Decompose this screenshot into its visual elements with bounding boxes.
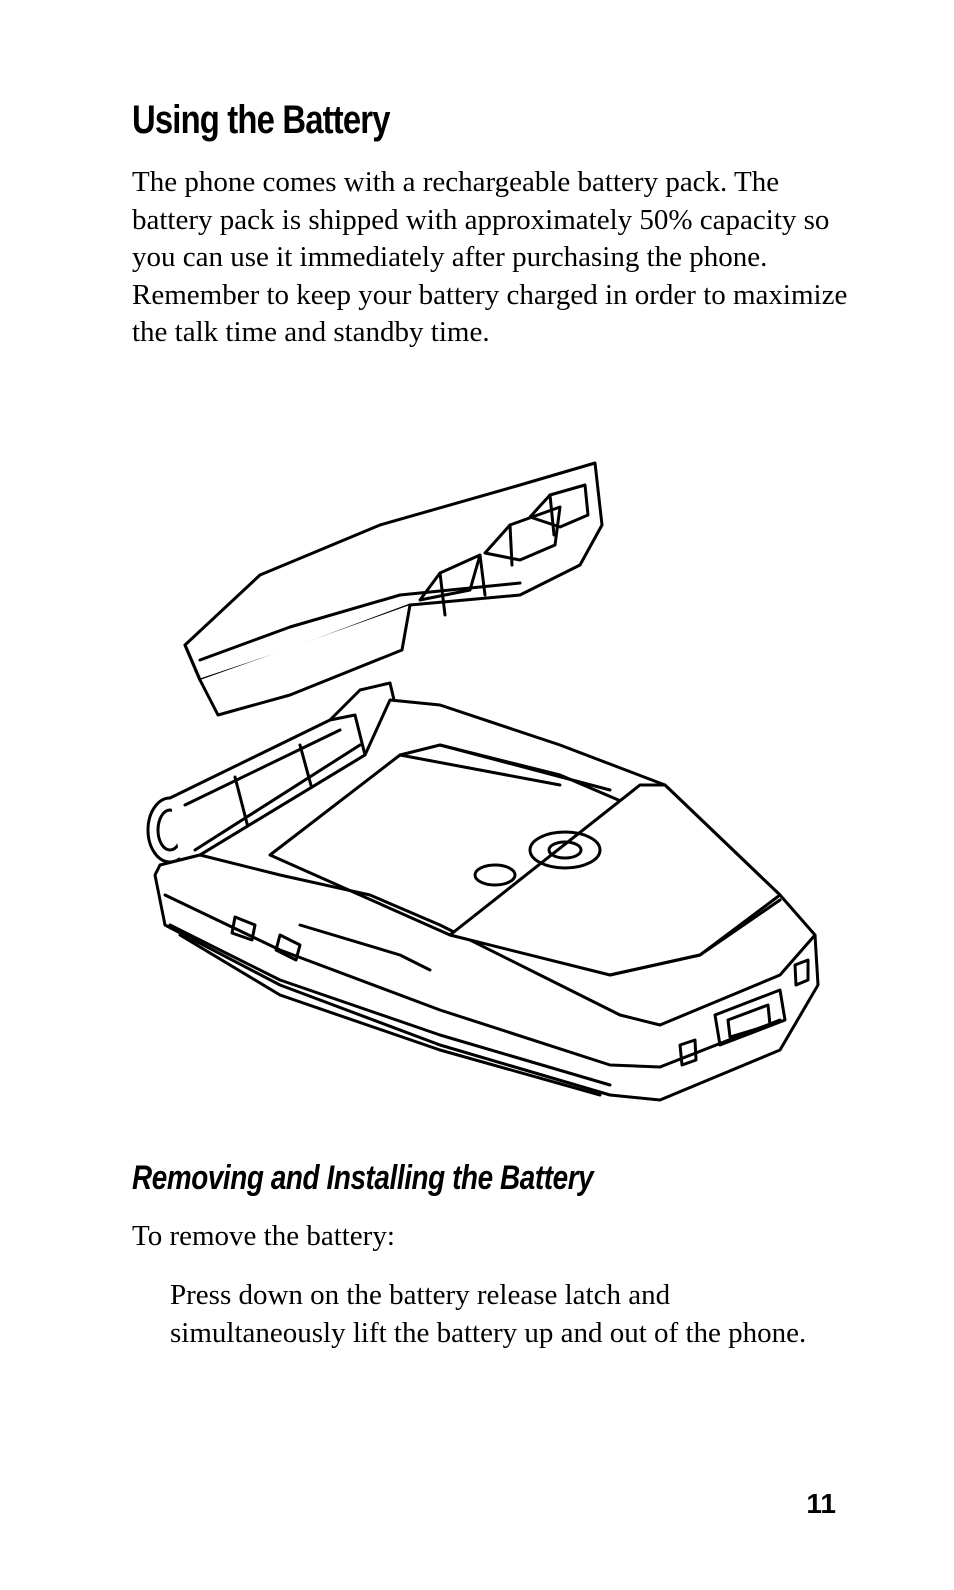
page-title: Using the Battery bbox=[132, 98, 390, 142]
section-subtitle: Removing and Installing the Battery bbox=[132, 1159, 594, 1197]
phone-battery-removal-illustration bbox=[140, 455, 830, 1105]
page-number: 11 bbox=[806, 1488, 836, 1519]
lead-paragraph: To remove the battery: bbox=[132, 1220, 395, 1252]
intro-paragraph: The phone comes with a rechargeable batt… bbox=[132, 166, 848, 349]
step-paragraph: Press down on the battery release latch … bbox=[170, 1279, 807, 1349]
